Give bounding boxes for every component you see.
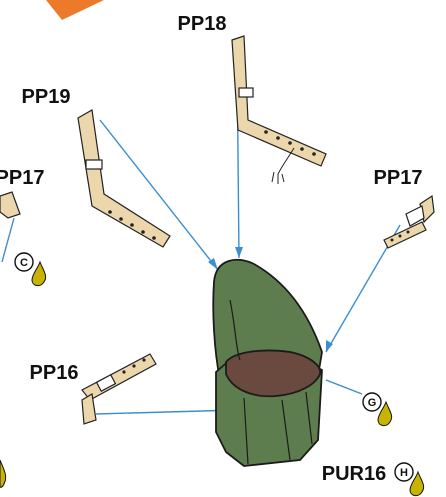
strap-pp18 bbox=[231, 35, 327, 184]
label-pp17-right: PP17 bbox=[374, 167, 423, 189]
label-pur16: PUR16 bbox=[322, 463, 386, 485]
paint-marker-g: G bbox=[362, 392, 393, 427]
leader-paint-g bbox=[325, 379, 363, 395]
paint-drop-c-icon bbox=[31, 260, 47, 287]
paint-drop-g-icon bbox=[377, 400, 393, 427]
seat-cushion bbox=[225, 349, 322, 398]
svg-text:C: C bbox=[20, 257, 28, 269]
arrowhead-pp19 bbox=[208, 258, 218, 270]
leader-pp17-left bbox=[1, 217, 15, 263]
seat-shell bbox=[212, 258, 323, 467]
strap-pp19 bbox=[77, 109, 171, 248]
strap-pp17-left bbox=[0, 191, 21, 219]
svg-text:H: H bbox=[400, 467, 408, 479]
label-pp18: PP18 bbox=[178, 13, 227, 35]
seat-back bbox=[212, 258, 323, 381]
label-pp16: PP16 bbox=[30, 362, 79, 384]
leader-pp19 bbox=[99, 119, 219, 271]
strap-pp17-right bbox=[383, 194, 435, 249]
paint-drop-h-icon bbox=[409, 470, 425, 497]
svg-text:G: G bbox=[368, 397, 377, 409]
arrowhead-pp17-right bbox=[326, 340, 333, 352]
strap-pp16 bbox=[81, 353, 157, 425]
paint-drop-edge-icon bbox=[0, 459, 7, 488]
label-pp17-left: PP17 bbox=[0, 167, 44, 189]
label-pp19: PP19 bbox=[22, 86, 71, 108]
arrowhead-pp18 bbox=[235, 247, 243, 258]
leader-pp16 bbox=[95, 409, 239, 415]
paint-marker-h: H bbox=[394, 462, 425, 497]
corner-tab bbox=[46, 0, 104, 20]
paint-marker-c: C bbox=[14, 252, 47, 287]
